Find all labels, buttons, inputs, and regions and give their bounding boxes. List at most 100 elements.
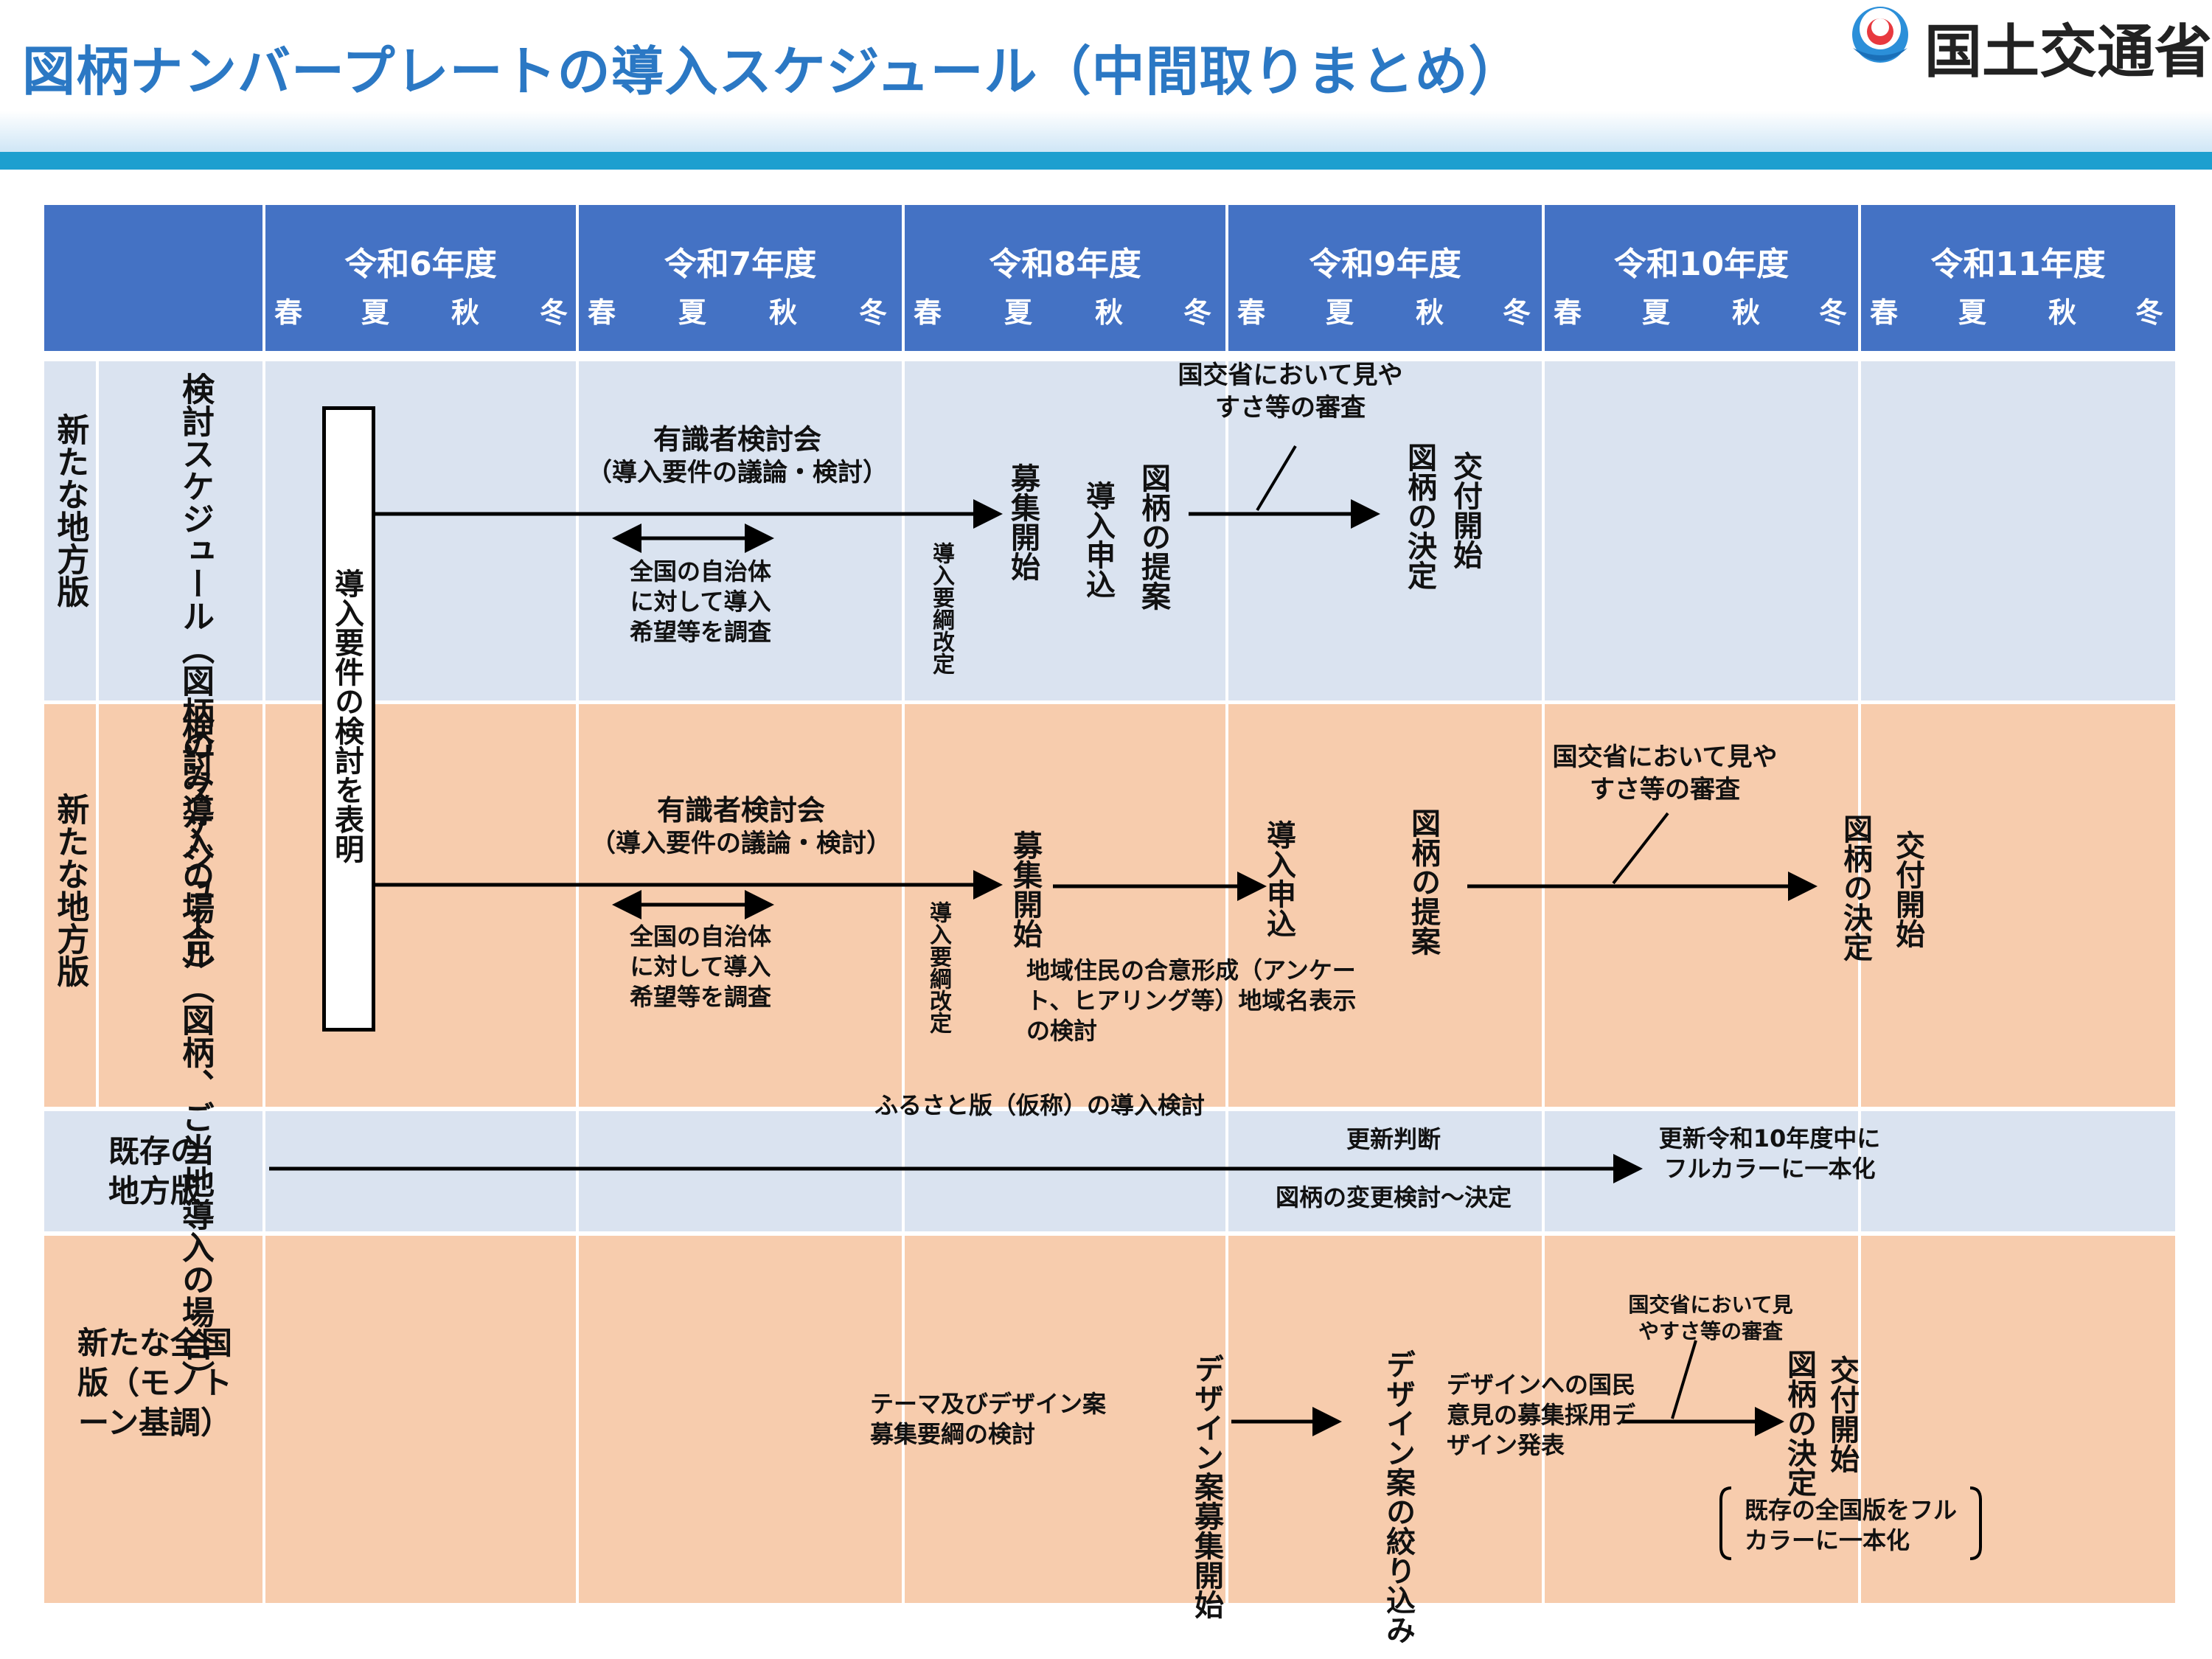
row2-label: 新たな地方版 [51,793,89,987]
year-label: 令和6年度 [344,246,497,283]
season-autumn: 秋 [451,296,480,329]
requirements-box: 導入要件の検討を表明 [322,406,375,1032]
year-header-r7: 令和7年度 春 夏 秋 冬 [579,205,902,351]
row4-cell [1228,1236,1542,1603]
year-label: 令和11年度 [1930,246,2106,283]
season-summer: 夏 [678,296,707,329]
season-autumn: 秋 [2048,296,2077,329]
r1-survey: 全国の自治体に対して導入希望等を調査 [629,557,771,646]
row3-cell [1228,1111,1542,1231]
row1-cell [1545,361,1858,700]
r2-survey: 全国の自治体に対して導入希望等を調査 [629,922,771,1011]
r2-council-sub: （導入要件の議論・検討） [591,829,891,858]
header-band [0,111,2212,152]
season-autumn: 秋 [769,296,798,329]
row2-sublabel-cell [99,704,262,1107]
row1-sublabel-cell [99,361,262,700]
r3-koushin: 更新令和10年度中にフルカラーに一本化 [1658,1124,1881,1183]
row2-label-cell [44,704,96,1107]
r1-kaitei: 導入要綱改定 [928,542,954,675]
season-spring: 春 [588,296,616,329]
season-winter: 冬 [1183,296,1212,329]
r1-review-tick [1256,445,1297,512]
season-spring: 春 [274,296,303,329]
season-winter: 冬 [2135,296,2164,329]
row3-cell [905,1111,1225,1231]
season-summer: 夏 [361,296,390,329]
season-spring: 春 [914,296,942,329]
season-spring: 春 [1554,296,1582,329]
r1-boshu: 募集開始 [1006,463,1040,581]
r4-shibori: デザイン案の絞り込み [1381,1349,1415,1644]
year-header-r6: 令和6年度 春 夏 秋 冬 [265,205,576,351]
r4-note: 既存の全国版をフルカラーに一本化 [1745,1496,1958,1554]
season-winter: 冬 [540,296,568,329]
row2-cell [1545,704,1858,1107]
row4-cell [265,1236,576,1603]
header-stripe [0,152,2212,170]
r4-theme: テーマ及びデザイン案募集要綱の検討 [870,1390,1107,1448]
row3-cell [579,1111,902,1231]
year-label: 令和10年度 [1613,246,1790,283]
r2-moushikomi: 導入申込 [1262,820,1295,938]
year-header-r10: 令和10年度 春 夏 秋 冬 [1545,205,1858,351]
row1-cell [265,361,576,700]
r1-council: 有識者検討会 [653,423,821,456]
row2-cell [905,704,1225,1107]
r1-teian: 図柄の提案 [1136,463,1170,611]
season-summer: 夏 [1642,296,1671,329]
row3-label-cell [44,1111,262,1231]
row1-label: 新たな地方版 [51,413,89,608]
row3-label: 既存の地方版 [108,1133,201,1209]
r2-kofu: 交付開始 [1891,830,1924,948]
year-header-r8: 令和8年度 春 夏 秋 冬 [905,205,1225,351]
r1-moushikomi: 導入申込 [1081,481,1115,599]
page-title: 図柄ナンバープレートの導入スケジュール（中間取りまとめ） [22,41,1523,102]
r2-shinsa: 国交省において見やすさ等の審査 [1552,742,1778,804]
r4-note-bracket-right [1969,1486,1982,1560]
season-autumn: 秋 [1732,296,1761,329]
year-label: 令和7年度 [664,246,817,283]
row4-cell [905,1236,1225,1603]
r1-kofu: 交付開始 [1448,451,1482,569]
r2-review-tick [1612,812,1669,885]
row3-cell [1861,1111,2175,1231]
row4-cell [579,1236,902,1603]
season-autumn: 秋 [1416,296,1444,329]
row4-label: 新たな全国版（モノトーン基調） [77,1325,232,1441]
r4-iken: デザインへの国民意見の募集採用デザイン発表 [1447,1371,1636,1459]
r4-boshu: デザイン案募集開始 [1189,1354,1223,1619]
logo-text: 国土交通省 [1924,19,2212,86]
requirements-box-text: 導入要件の検討を表明 [330,568,364,863]
r2-teian: 図柄の提案 [1406,808,1440,956]
row2-cell [1861,704,2175,1107]
season-spring: 春 [1870,296,1899,329]
r3-henko: 図柄の変更検討～決定 [1275,1183,1512,1211]
year-label: 令和8年度 [989,246,1141,283]
season-summer: 夏 [1958,296,1987,329]
r2-kettei: 図柄の決定 [1838,814,1872,961]
row1-label-cell [44,361,96,700]
year-header-r11: 令和11年度 春 夏 秋 冬 [1861,205,2175,351]
r1-kettei: 図柄の決定 [1402,442,1436,590]
row1-cell [905,361,1225,700]
mlit-logo-icon [1847,4,1913,74]
row4-cell [1861,1236,2175,1603]
r4-shinsa: 国交省において見やすさ等の審査 [1628,1293,1793,1343]
row2-cell [265,704,576,1107]
row1-cell [1228,361,1542,700]
r4-review-tick [1671,1340,1697,1419]
season-winter: 冬 [1819,296,1848,329]
season-spring: 春 [1237,296,1266,329]
season-winter: 冬 [1503,296,1531,329]
r4-note-bracket-left [1719,1486,1732,1560]
year-header-r9: 令和9年度 春 夏 秋 冬 [1228,205,1542,351]
year-label: 令和9年度 [1309,246,1461,283]
row3-cell [1545,1111,1858,1231]
r4-kettei: 図柄の決定 [1782,1349,1816,1497]
row1-cell [1861,361,2175,700]
row4-label-cell [44,1236,262,1603]
r4-kofu: 交付開始 [1825,1355,1859,1473]
row3-cell [265,1111,576,1231]
